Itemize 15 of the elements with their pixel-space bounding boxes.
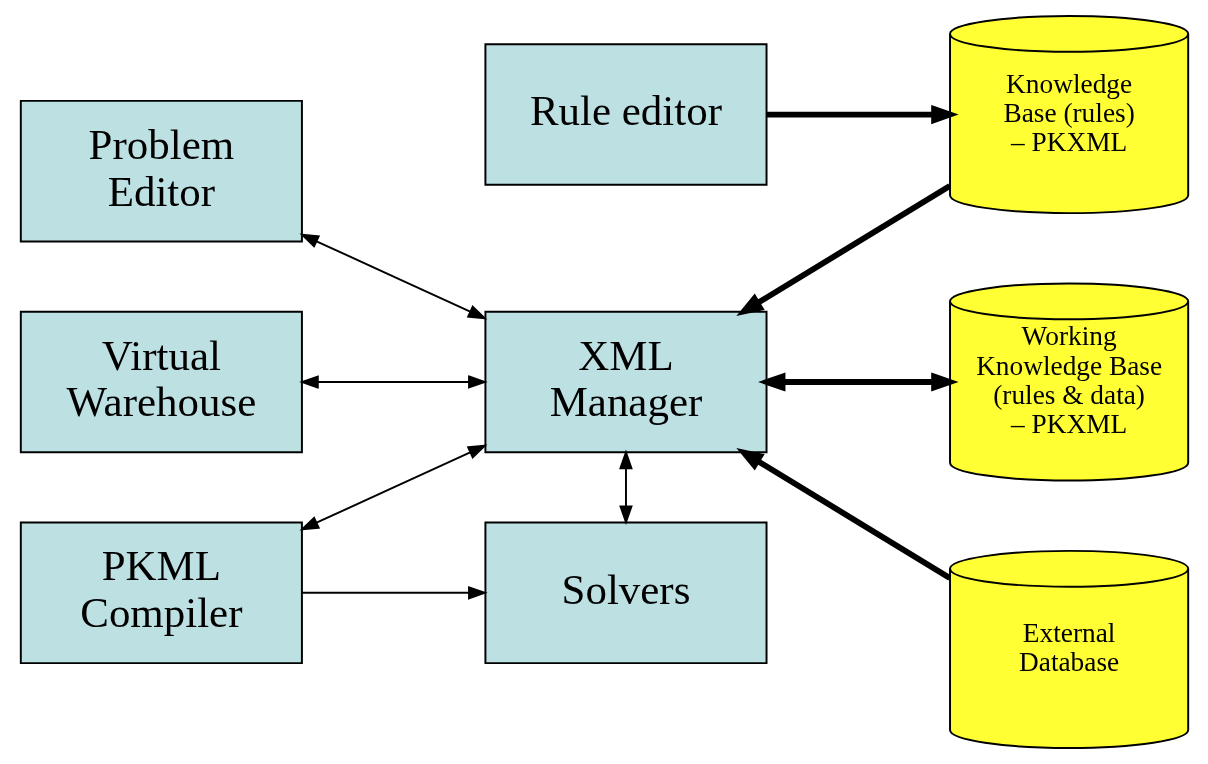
arrow [299, 444, 487, 531]
arrow [735, 183, 951, 316]
arrow [618, 449, 633, 525]
node-box: PKML Compiler [19, 521, 303, 665]
node-box: Problem Editor [19, 99, 303, 243]
node-box: Solvers [483, 521, 767, 665]
arrow [300, 586, 488, 600]
arrow [735, 448, 951, 581]
node-box: Rule editor [483, 43, 767, 186]
node-box: XML Manager [483, 310, 767, 454]
arrow [766, 104, 959, 125]
node-box: Virtual Warehouse [19, 310, 303, 454]
arrow [298, 375, 488, 389]
arrow [299, 233, 487, 320]
arrow [757, 372, 959, 392]
